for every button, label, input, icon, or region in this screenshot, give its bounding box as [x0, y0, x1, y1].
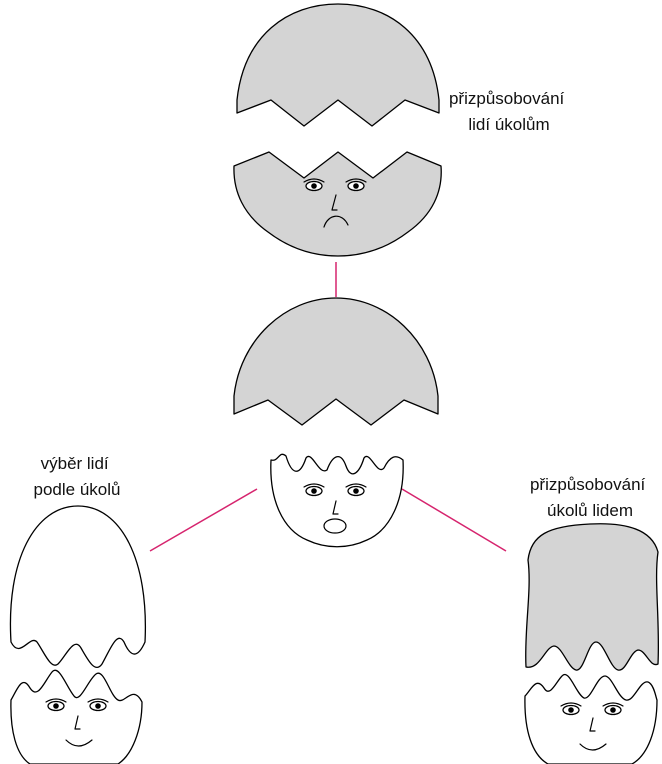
shell-top-half — [237, 4, 439, 126]
figure-top — [234, 4, 441, 256]
head-right — [525, 674, 657, 764]
figure-center — [234, 298, 438, 547]
connector-center-left — [150, 489, 257, 551]
shell-right-top — [526, 524, 659, 670]
shell-center-top — [234, 298, 438, 425]
figure-right — [525, 524, 659, 764]
head-left — [11, 670, 142, 764]
figure-left — [10, 506, 145, 764]
label-right: přizpůsobování úkolů lidem — [530, 475, 650, 520]
shell-bottom-half — [234, 152, 441, 256]
label-top: přizpůsobování lidí úkolům — [449, 89, 569, 134]
shell-left-top — [10, 506, 145, 667]
connector-center-right — [402, 489, 506, 551]
label-left: výběr lidí podle úkolů — [34, 454, 121, 499]
